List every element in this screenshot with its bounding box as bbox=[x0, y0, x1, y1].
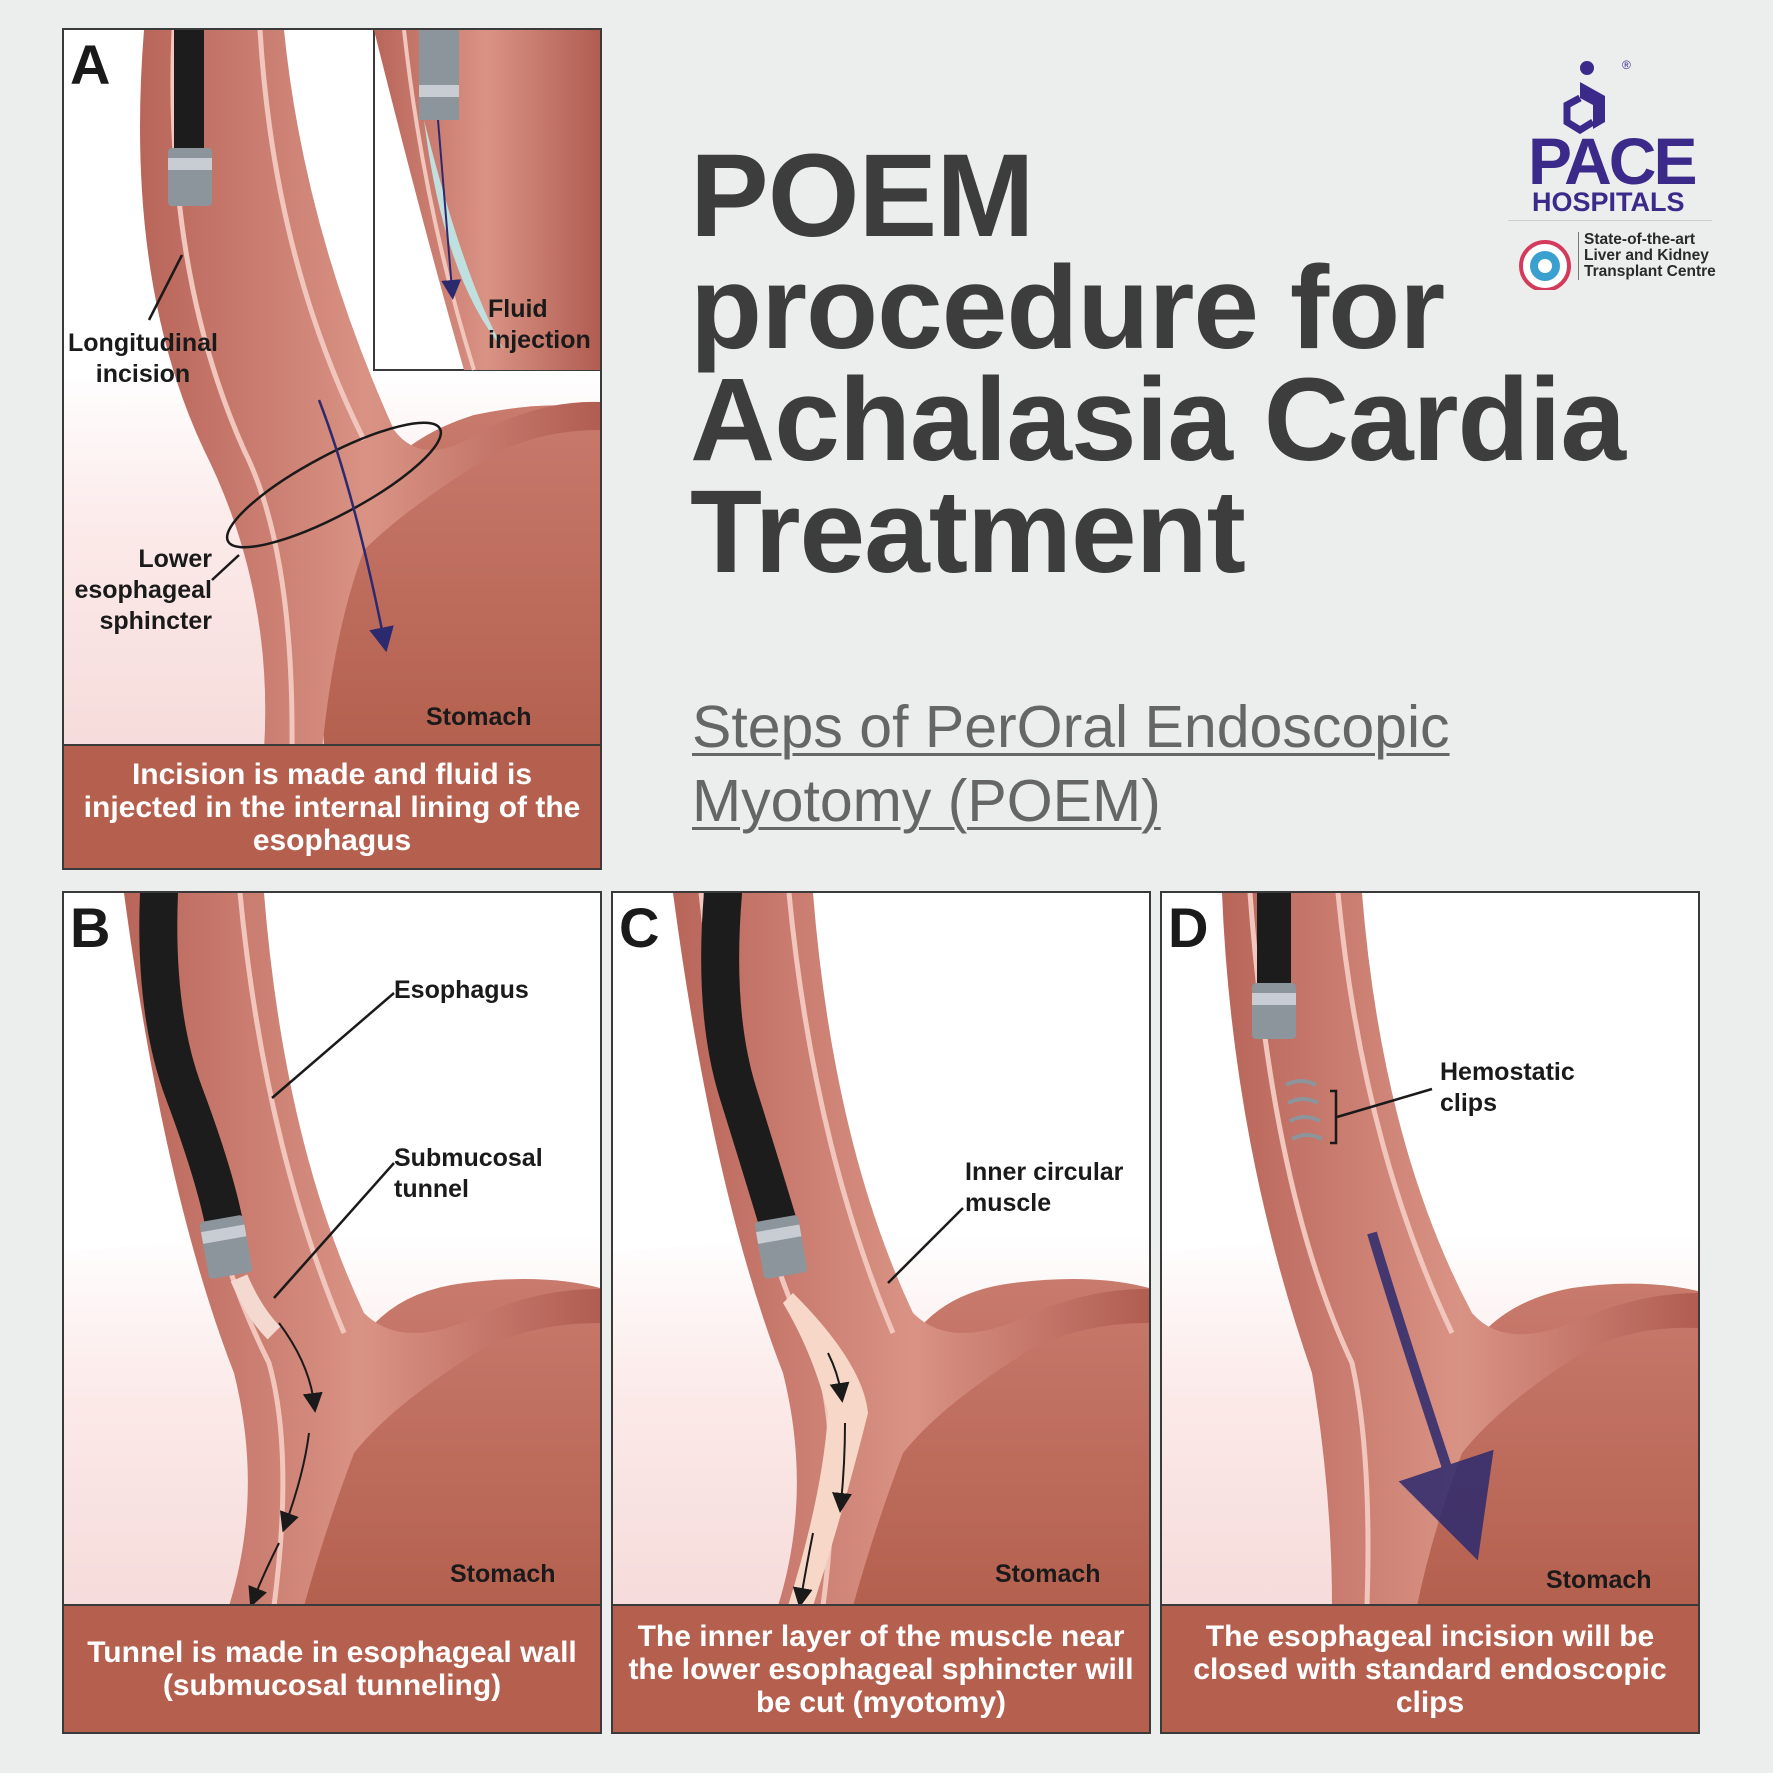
panel-d-illustration bbox=[1162, 893, 1698, 1606]
brand-sub: HOSPITALS bbox=[1532, 187, 1685, 217]
label-stomach-b: Stomach bbox=[450, 1560, 556, 1588]
page-subtitle[interactable]: Steps of PerOral Endoscopic Myotomy (POE… bbox=[692, 694, 1450, 834]
label-stomach-d: Stomach bbox=[1546, 1566, 1652, 1594]
panel-c: C Inner circular muscle Stomach The inne… bbox=[611, 891, 1151, 1734]
label-stomach-c: Stomach bbox=[995, 1560, 1101, 1588]
label-esophagus: Esophagus bbox=[394, 976, 529, 1004]
caption-c: The inner layer of the muscle near the l… bbox=[613, 1604, 1149, 1732]
page-title: POEM procedure for Achalasia Cardia Trea… bbox=[690, 130, 1626, 598]
panel-b-illustration bbox=[64, 893, 600, 1606]
panel-c-illustration bbox=[613, 893, 1149, 1606]
brand-tagline: State-of-the-art Liver and Kidney Transp… bbox=[1578, 232, 1716, 280]
caption-d: The esophageal incision will be closed w… bbox=[1162, 1604, 1698, 1732]
panel-d: D Hemostatic clips Stomach The esophagea… bbox=[1160, 891, 1700, 1734]
panel-a-letter: A bbox=[70, 33, 111, 96]
panel-a: A Longitudinal incision Fluid injection … bbox=[62, 28, 602, 870]
logo-divider bbox=[1508, 220, 1712, 221]
caption-b: Tunnel is made in esophageal wall (submu… bbox=[64, 1604, 600, 1732]
label-inner-circular-muscle: Inner circular muscle bbox=[965, 1158, 1124, 1217]
caption-a: Incision is made and fluid is injected i… bbox=[64, 744, 600, 868]
panel-b: B Esophagus Submucosal tunnel Stomach Tu… bbox=[62, 891, 602, 1734]
brand-name: PACE bbox=[1528, 124, 1697, 198]
panel-c-letter: C bbox=[619, 896, 660, 959]
panel-a-illustration bbox=[64, 30, 600, 750]
label-hemostatic-clips: Hemostatic clips bbox=[1440, 1058, 1575, 1117]
panel-d-letter: D bbox=[1168, 896, 1209, 959]
panel-b-letter: B bbox=[70, 896, 111, 959]
label-fluid-injection: Fluid injection bbox=[488, 295, 591, 354]
label-lower-esophageal-sphincter: Lower esophageal sphincter bbox=[74, 545, 212, 635]
registered-mark: ® bbox=[1622, 58, 1631, 72]
label-longitudinal-incision: Longitudinal incision bbox=[68, 329, 218, 388]
label-stomach-a: Stomach bbox=[426, 703, 532, 731]
label-submucosal-tunnel: Submucosal tunnel bbox=[394, 1144, 543, 1203]
pace-hospitals-logo-icon bbox=[1519, 61, 1605, 290]
